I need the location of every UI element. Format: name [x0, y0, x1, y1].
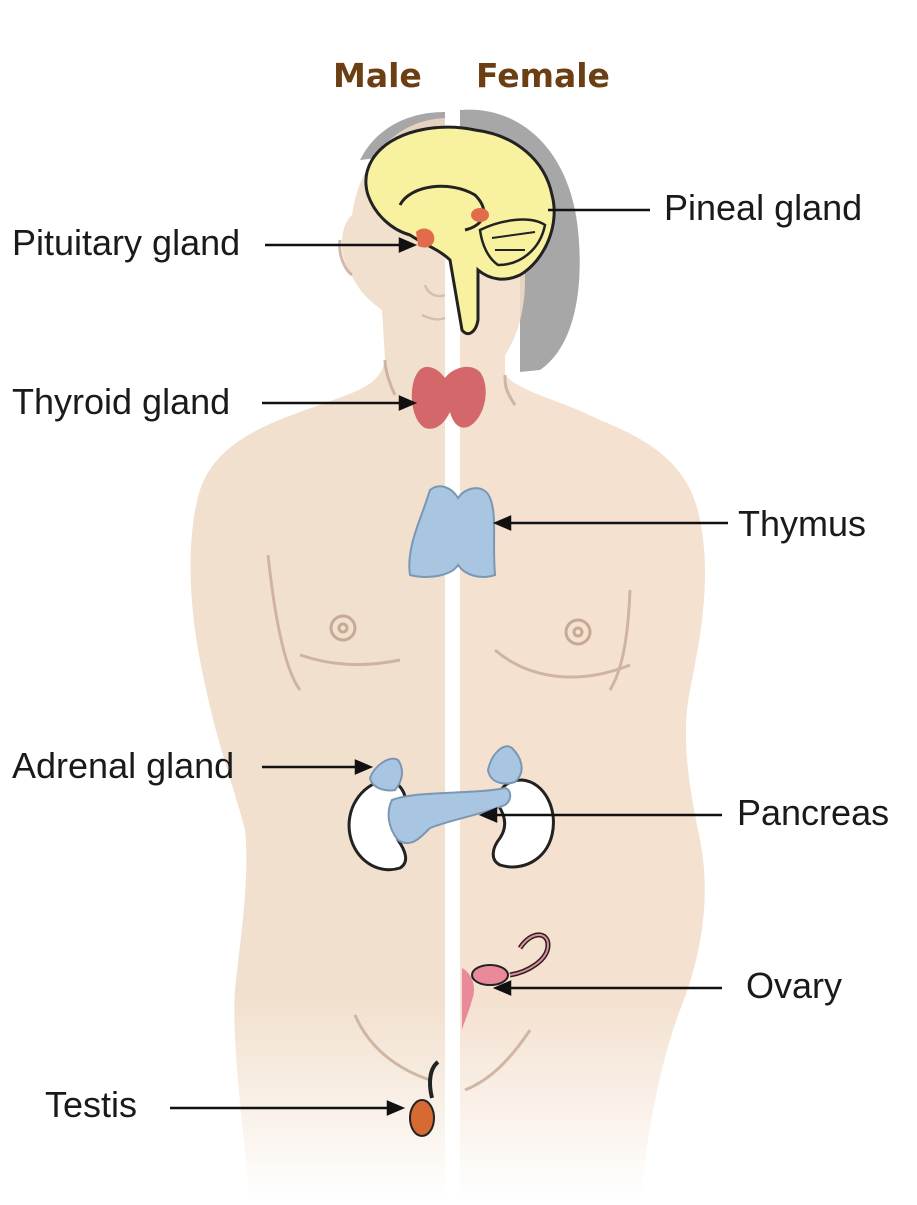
label-pituitary-gland: Pituitary gland	[12, 222, 241, 263]
ovary-icon	[462, 932, 551, 1030]
thymus-icon	[408, 485, 497, 578]
female-nipple	[564, 618, 592, 646]
label-thyroid-gland: Thyroid gland	[12, 381, 231, 422]
label-adrenal-gland: Adrenal gland	[12, 745, 235, 786]
male-header: Male	[333, 56, 422, 95]
female-header: Female	[476, 56, 610, 95]
label-pancreas: Pancreas	[737, 792, 890, 833]
left-adrenal-gland-icon	[368, 757, 403, 792]
male-nipple	[329, 614, 357, 642]
female-body	[460, 200, 706, 1200]
pituitary-gland-icon	[416, 228, 435, 248]
pineal-gland-icon	[471, 208, 489, 222]
label-thymus: Thymus	[738, 503, 867, 544]
right-adrenal-gland-icon	[486, 745, 523, 785]
label-pineal-gland: Pineal gland	[664, 187, 863, 228]
label-ovary: Ovary	[746, 965, 843, 1006]
pancreas-icon	[387, 786, 512, 845]
thyroid-gland-icon	[411, 366, 486, 429]
testis-icon	[409, 1060, 440, 1137]
label-testis: Testis	[45, 1084, 138, 1125]
